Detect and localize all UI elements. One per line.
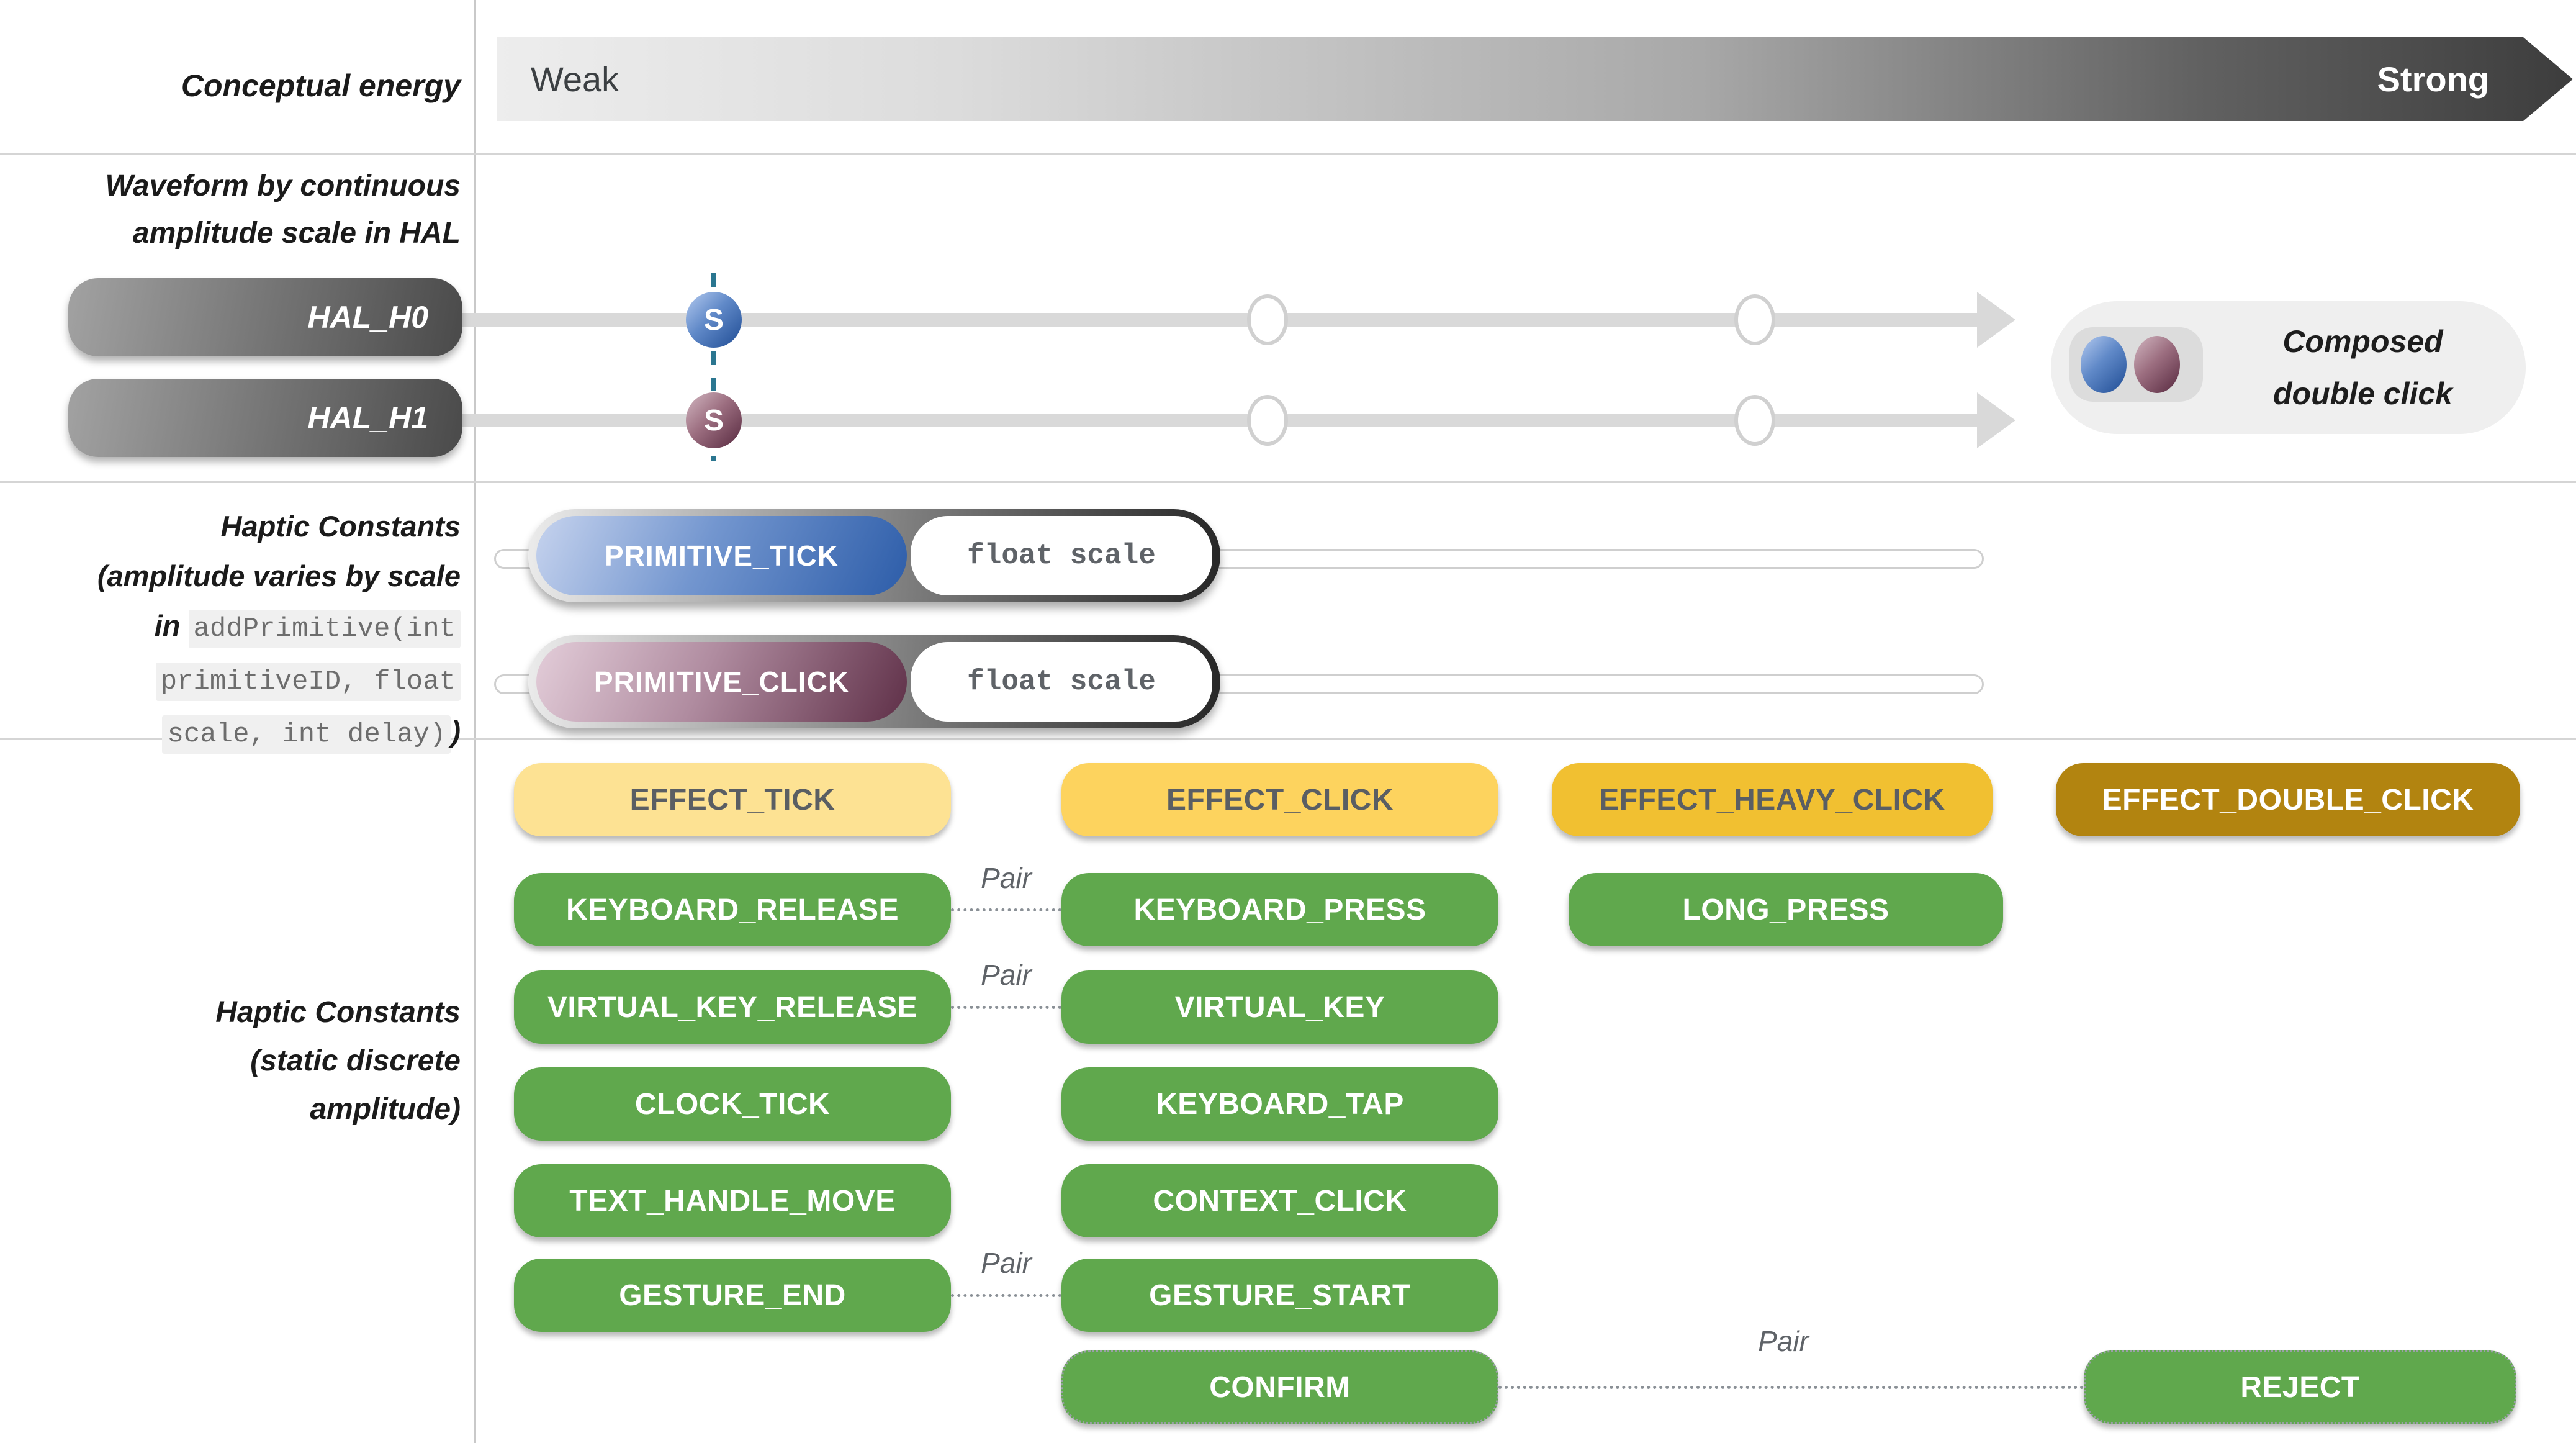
static-section-label: Haptic Constants (static discrete amplit… <box>0 988 461 1134</box>
column-divider-line <box>474 0 476 1443</box>
code-primitiveid: primitiveID, float <box>155 663 461 701</box>
static-label-line2: (static discrete <box>250 1044 461 1077</box>
hal-h0-track <box>462 313 1977 327</box>
row-divider-line <box>0 738 2576 740</box>
scale-marker-h0: S <box>686 292 742 348</box>
primitive-label-code-line3: scale, int delay)) <box>0 707 461 759</box>
weak-label: Weak <box>531 60 619 99</box>
reject-button: REJECT <box>2084 1350 2516 1424</box>
static-label-line1: Haptic Constants <box>215 996 461 1029</box>
scale-marker-h1: S <box>686 392 742 448</box>
hal-section-label-line1: Waveform by continuous <box>105 170 461 202</box>
long-press-button: LONG_PRESS <box>1569 873 2003 946</box>
primitive-label-sub: (amplitude varies by scale <box>97 559 461 592</box>
primitive-tick-pill: PRIMITIVE_TICK <box>536 516 907 595</box>
close-paren: ) <box>451 715 461 748</box>
keyboard-tap-button: KEYBOARD_TAP <box>1061 1067 1498 1141</box>
code-scale-delay: scale, int delay) <box>162 715 451 754</box>
primitive-click-pill: PRIMITIVE_CLICK <box>536 642 907 722</box>
hal-h1-pill: HAL_H1 <box>68 379 462 457</box>
primitive-label-code-line1: in addPrimitive(int <box>0 601 461 654</box>
clock-tick-button: CLOCK_TICK <box>514 1067 951 1141</box>
virtual-key-button: VIRTUAL_KEY <box>1061 970 1498 1044</box>
row-divider-line <box>0 153 2576 155</box>
code-addprimitive: addPrimitive(int <box>188 610 461 648</box>
waveform-node-circle <box>1734 294 1775 345</box>
composed-tick-dot-icon <box>2081 336 2127 393</box>
effect-double-click-button: EFFECT_DOUBLE_CLICK <box>2056 763 2520 836</box>
composed-dots-chip <box>2069 327 2203 402</box>
composed-caption: Composed double click <box>2209 301 2516 434</box>
primitive-label-title: Haptic Constants <box>220 510 461 543</box>
pair-label: Pair <box>1758 1325 1809 1357</box>
composed-caption-line2: double click <box>2273 376 2452 411</box>
primitive-tick-param: float scale <box>911 516 1212 595</box>
gesture-start-button: GESTURE_START <box>1061 1259 1498 1332</box>
hal-h0-pill: HAL_H0 <box>68 278 462 356</box>
row-divider-line <box>0 481 2576 483</box>
static-label-line3: amplitude) <box>310 1093 461 1126</box>
in-word: in <box>154 609 189 642</box>
hal-section-label: Waveform by continuous amplitude scale i… <box>0 163 461 257</box>
conceptual-energy-label: Conceptual energy <box>181 68 461 103</box>
effect-click-button: EFFECT_CLICK <box>1061 763 1498 836</box>
pair-label: Pair <box>981 862 1032 894</box>
virtual-key-release-button: VIRTUAL_KEY_RELEASE <box>514 970 951 1044</box>
waveform-node-circle <box>1247 294 1288 345</box>
context-click-button: CONTEXT_CLICK <box>1061 1164 1498 1237</box>
pair-label: Pair <box>981 959 1032 991</box>
pair-label: Pair <box>981 1247 1032 1279</box>
effect-heavy-click-button: EFFECT_HEAVY_CLICK <box>1552 763 1993 836</box>
energy-gradient-bar: Weak Strong <box>497 37 2573 121</box>
gesture-end-button: GESTURE_END <box>514 1259 951 1332</box>
primitive-tick-slider: PRIMITIVE_TICK float scale <box>528 509 1220 602</box>
primitive-section-label: Haptic Constants (amplitude varies by sc… <box>0 502 461 759</box>
waveform-node-circle <box>1734 395 1775 446</box>
effect-tick-button: EFFECT_TICK <box>514 763 951 836</box>
primitive-click-param: float scale <box>911 642 1212 722</box>
keyboard-press-button: KEYBOARD_PRESS <box>1061 873 1498 946</box>
composed-click-dot-icon <box>2134 336 2180 393</box>
composed-caption-line1: Composed <box>2282 324 2443 359</box>
waveform-node-circle <box>1247 395 1288 446</box>
primitive-label-code-line2: primitiveID, float <box>0 654 461 707</box>
pair-dotted-line <box>1498 1386 2084 1389</box>
scale-dashed-line <box>711 273 716 461</box>
hal-h1-track <box>462 414 1977 427</box>
pair-dotted-line <box>951 908 1061 911</box>
pair-dotted-line <box>951 1006 1061 1009</box>
composed-double-click-badge: Composed double click <box>2051 301 2526 434</box>
hal-section-label-line2: amplitude scale in HAL <box>132 217 461 250</box>
pair-dotted-line <box>951 1294 1061 1297</box>
text-handle-move-button: TEXT_HANDLE_MOVE <box>514 1164 951 1237</box>
primitive-click-slider: PRIMITIVE_CLICK float scale <box>528 635 1220 728</box>
confirm-button: CONFIRM <box>1061 1350 1498 1424</box>
keyboard-release-button: KEYBOARD_RELEASE <box>514 873 951 946</box>
hal-h0-arrowhead-icon <box>1977 292 2015 348</box>
hal-h1-arrowhead-icon <box>1977 392 2015 448</box>
strong-label: Strong <box>2377 60 2489 99</box>
